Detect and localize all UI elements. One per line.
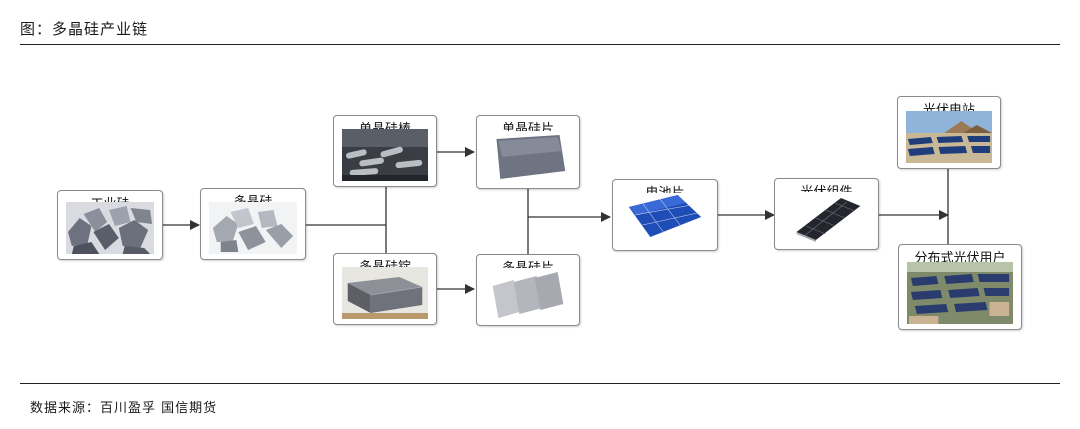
multi-wafer-photo [485, 268, 571, 320]
node-distributed-users: 分布式光伏用户 [898, 244, 1022, 330]
node-industrial-silicon: 工业硅 [57, 190, 163, 260]
figure-source: 数据来源：百川盈孚 国信期货 [30, 401, 218, 416]
top-rule [20, 44, 1060, 45]
node-mono-wafer: 单晶硅片 [476, 115, 580, 189]
industrial-silicon-photo [66, 202, 154, 254]
node-power-station: 光伏电站 [897, 96, 1001, 169]
figure-title: 图：多晶硅产业链 [20, 20, 149, 38]
power-station-photo [906, 111, 992, 163]
cell-photo [621, 193, 709, 245]
node-polysilicon: 多晶硅 [200, 188, 306, 260]
polysilicon-photo [209, 202, 297, 254]
bottom-rule [20, 383, 1060, 384]
node-module: 光伏组件 [774, 178, 879, 250]
distributed-users-photo [907, 262, 1013, 324]
mono-wafer-photo [485, 131, 571, 183]
module-photo [783, 192, 870, 244]
node-multi-wafer: 多晶硅片 [476, 254, 580, 326]
node-cell: 电池片 [612, 179, 718, 251]
mono-ingot-photo [342, 129, 428, 181]
node-multi-ingot: 多晶硅锭 [333, 253, 437, 325]
multi-ingot-photo [342, 267, 428, 319]
node-mono-ingot: 单晶硅棒 [333, 115, 437, 187]
